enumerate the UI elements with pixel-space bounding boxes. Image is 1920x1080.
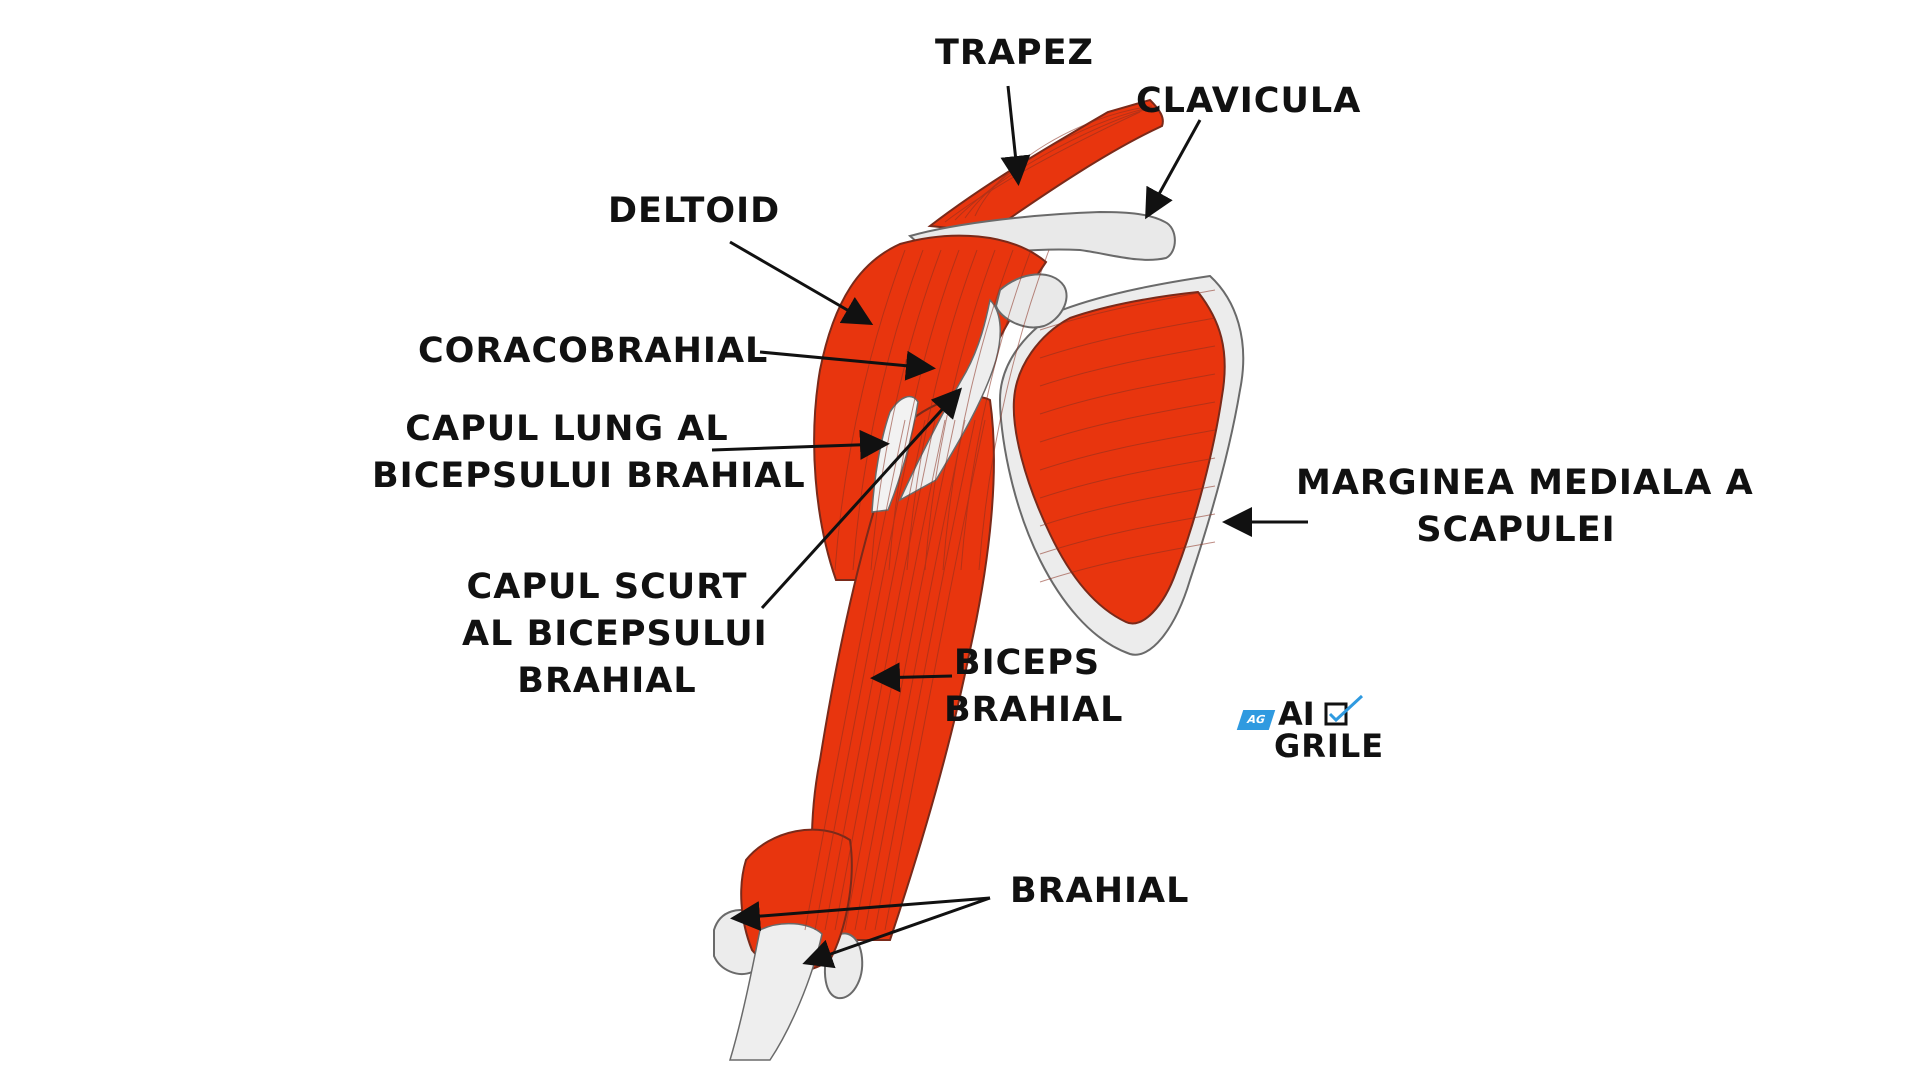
arrow-capul-scurt (760, 387, 963, 610)
muscle-fibre (1039, 541, 1216, 583)
muscle-fibre (852, 249, 924, 571)
biceps-tendons (898, 298, 1001, 502)
muscle-fibre (974, 105, 1153, 217)
muscle-fibre (884, 419, 986, 931)
label-capul-lung-line-2: BICEPSULUI BRAHIAL (372, 456, 806, 496)
muscle-fibres (804, 105, 1216, 931)
logo-line-2: GRILE (1274, 727, 1385, 765)
label-capul-scurt-line-3: BRAHIAL (517, 661, 697, 701)
muscle-fibre (804, 419, 906, 931)
label-capul-scurt-line-1: CAPUL SCURT (466, 567, 748, 607)
label-marginea-line-1: MARGINEA MEDIALA A (1296, 463, 1754, 503)
distal-tendon (728, 922, 823, 1061)
label-biceps-line-2: BRAHIAL (944, 690, 1124, 730)
muscle-fibre (814, 419, 916, 931)
label-capul-lung: CAPUL LUNG AL BICEPSULUI BRAHIAL (372, 406, 806, 500)
muscle-fibre (1039, 317, 1216, 359)
muscle-fibre (978, 249, 1050, 571)
logo-line-1: AI (1278, 695, 1315, 733)
label-capul-scurt-line-2: AL BICEPSULUI (462, 614, 768, 654)
muscle-fibre (1039, 429, 1216, 471)
label-biceps-line-1: BICEPS (953, 643, 1101, 683)
checkbox-icon (1324, 694, 1364, 726)
muscle-fibre (1039, 373, 1216, 415)
label-capul-lung-line-1: CAPUL LUNG AL (405, 409, 729, 449)
muscle-fibre (834, 249, 906, 571)
label-clavicula: CLAVICULA (1136, 81, 1362, 121)
muscle-fibre (1039, 401, 1216, 443)
label-trapez: TRAPEZ (935, 33, 1094, 73)
label-capul-scurt: CAPUL SCURT AL BICEPSULUI BRAHIAL (462, 564, 768, 705)
label-deltoid: DELTOID (608, 191, 781, 231)
label-marginea: MARGINEA MEDIALA A SCAPULEI (1296, 460, 1754, 554)
arrow-biceps (870, 662, 953, 693)
muscle-fibre (944, 111, 1141, 223)
muscle-fibre (964, 107, 1149, 219)
subscapularis-muscle (1012, 290, 1226, 625)
logo-badge: AG (1236, 710, 1276, 730)
muscle-fibre (834, 419, 936, 931)
arrow-deltoid (729, 240, 874, 326)
muscle-fibre (960, 249, 1032, 571)
arrow-coracobrahial (759, 350, 936, 381)
muscle-fibre (844, 419, 946, 931)
label-biceps: BICEPS BRAHIAL (944, 640, 1124, 734)
label-coracobrahial: CORACOBRAHIAL (418, 331, 769, 371)
muscle-fibre (874, 419, 976, 931)
muscle-fibre (1039, 485, 1216, 527)
muscle-fibre (1039, 289, 1216, 331)
arrow-trapez (1000, 85, 1031, 186)
muscle-fibre (1039, 457, 1216, 499)
label-brahial: BRAHIAL (1010, 871, 1190, 911)
arrow-clavicula (1145, 119, 1202, 220)
muscle-fibre (942, 249, 1014, 571)
arrow-brahial-2 (802, 896, 991, 969)
label-marginea-line-2: SCAPULEI (1416, 510, 1616, 550)
muscle-fibre (1039, 513, 1216, 555)
muscle-fibre (824, 419, 926, 931)
muscle-fibre (854, 419, 956, 931)
muscle-fibre (954, 109, 1145, 221)
biceps-brachii-muscle (810, 395, 995, 941)
arrow-capul-lung (711, 429, 890, 460)
muscle-fibre (870, 249, 942, 571)
aigrile-logo: AG AI GRILE (1236, 692, 1388, 766)
muscle-fibre (1039, 345, 1216, 387)
muscle-fibre (864, 419, 966, 931)
arrow-brahial-1 (730, 896, 991, 932)
